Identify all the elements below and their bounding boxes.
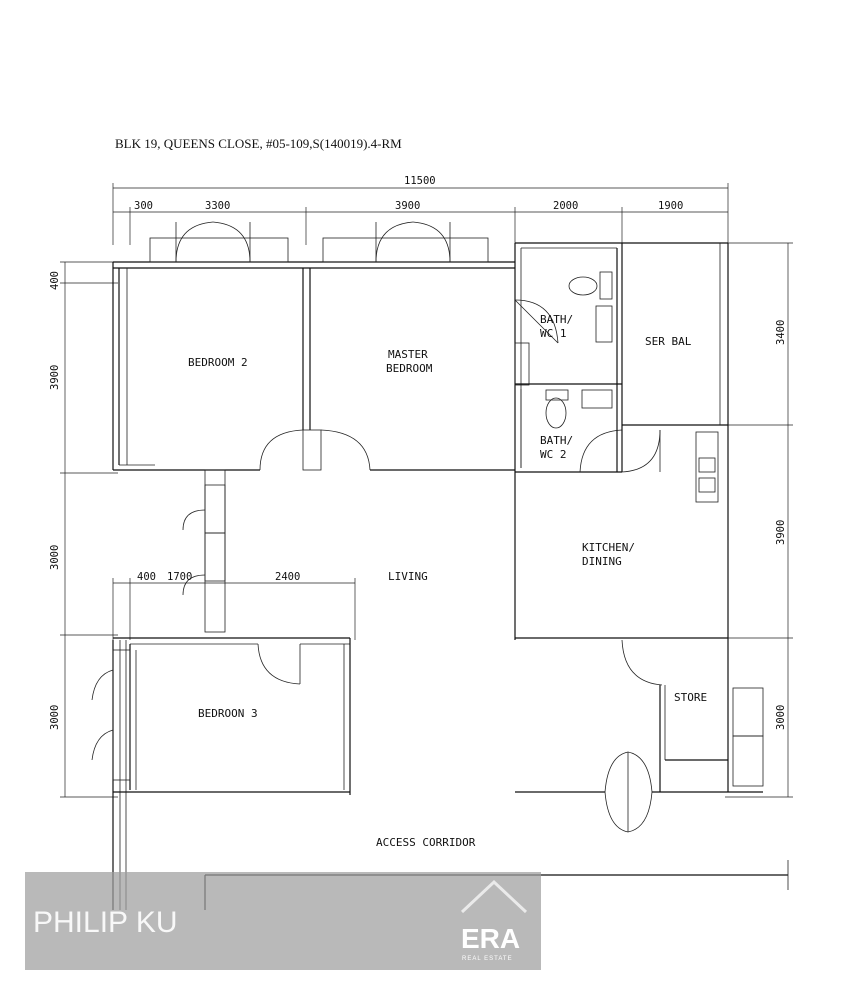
- dim-left-3: 3000: [49, 705, 61, 730]
- watermark-banner: PHILIP KU ERA REAL ESTATE: [25, 872, 541, 970]
- room-store: STORE: [674, 691, 707, 704]
- top-dimensions: 11500 300 3300 3900 2000 1900: [112, 175, 729, 245]
- era-logo-text: ERA: [461, 923, 520, 954]
- room-master-line1: MASTER: [388, 348, 428, 361]
- room-ser-bal: SER BAL: [645, 335, 692, 348]
- room-bedroom-2: BEDROOM 2: [188, 356, 248, 369]
- walls: 400 1700 2400: [91, 221, 789, 910]
- room-bath2-line2: WC 2: [540, 448, 567, 461]
- era-logo-subtext: REAL ESTATE: [462, 956, 513, 962]
- room-labels: BEDROOM 2 MASTER BEDROOM BATH/ WC 1 SER …: [188, 313, 707, 849]
- dim-top-0: 300: [134, 200, 153, 212]
- room-access-corridor: ACCESS CORRIDOR: [376, 836, 476, 849]
- dim-right-0: 3400: [775, 320, 787, 345]
- right-dimensions: 3400 3900 3000: [725, 242, 793, 798]
- room-kitchen-line2: DINING: [582, 555, 622, 568]
- room-bath2-line1: BATH/: [540, 434, 573, 447]
- room-bath1-line1: BATH/: [540, 313, 573, 326]
- watermark-agent-name: PHILIP KU: [33, 906, 178, 939]
- room-living: LIVING: [388, 570, 428, 583]
- era-logo: ERA REAL ESTATE: [460, 879, 528, 962]
- plan-title: BLK 19, QUEENS CLOSE, #05-109,S(140019).…: [115, 136, 402, 151]
- dim-left-1: 3900: [49, 365, 61, 390]
- dim-right-1: 3900: [775, 520, 787, 545]
- dim-total-width: 11500: [404, 175, 436, 187]
- dim-right-2: 3000: [775, 705, 787, 730]
- dim-bed3-0: 400: [137, 571, 156, 583]
- room-kitchen-line1: KITCHEN/: [582, 541, 635, 554]
- dim-top-4: 1900: [658, 200, 683, 212]
- dim-top-3: 2000: [553, 200, 578, 212]
- dim-bed3-2: 2400: [275, 571, 300, 583]
- dim-top-1: 3300: [205, 200, 230, 212]
- dim-top-2: 3900: [395, 200, 420, 212]
- dim-left-0: 400: [49, 271, 61, 290]
- dim-left-2: 3000: [49, 545, 61, 570]
- room-master-line2: BEDROOM: [386, 362, 433, 375]
- room-bath1-line2: WC 1: [540, 327, 567, 340]
- left-dimensions: 400 3900 3000 3000: [49, 261, 118, 798]
- room-bedroom-3: BEDROON 3: [198, 707, 258, 720]
- dim-bed3-1: 1700: [167, 571, 192, 583]
